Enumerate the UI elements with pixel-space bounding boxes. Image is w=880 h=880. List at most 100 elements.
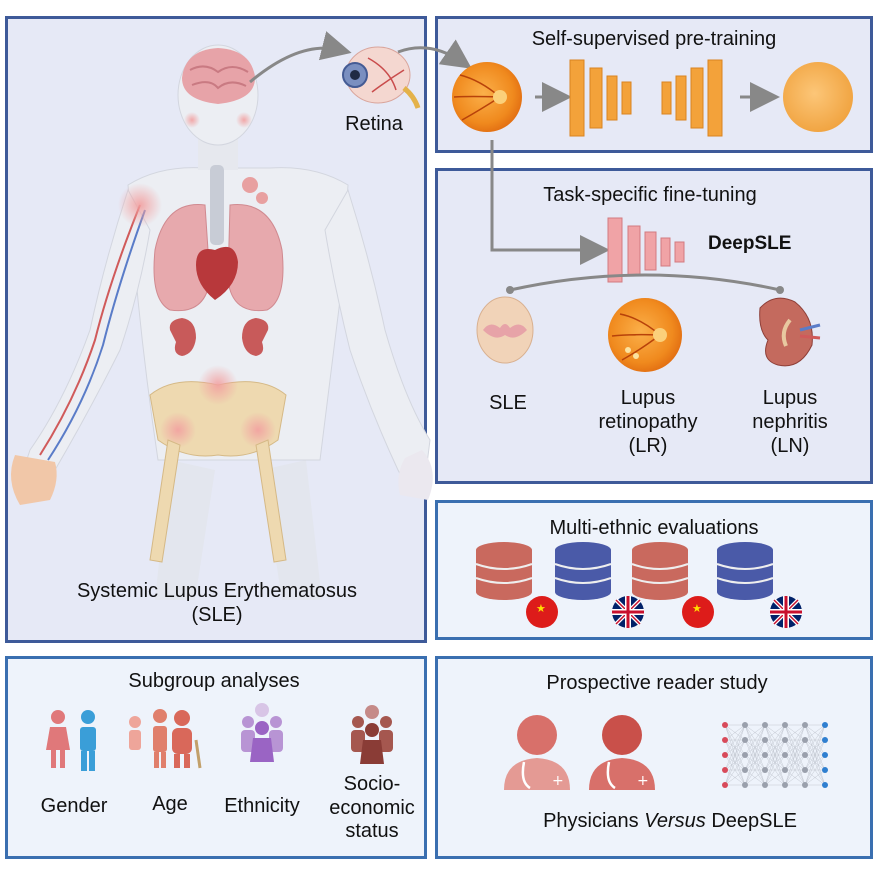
nn-connection: [804, 724, 826, 741]
task-lr-line3: (LR): [628, 435, 668, 457]
ses-label-line1: Socio-: [343, 773, 401, 795]
nn-node: [762, 722, 768, 728]
nn-connection: [804, 724, 826, 786]
nn-node: [802, 722, 808, 728]
nn-connection: [724, 724, 746, 771]
nn-node: [762, 782, 768, 788]
nn-node: [742, 767, 748, 773]
nn-node: [782, 752, 788, 758]
ses-label-line2: economic: [329, 797, 415, 819]
nn-connection: [744, 769, 766, 786]
nn-connection: [764, 724, 786, 771]
uk-flag-icon: [612, 596, 802, 628]
pretraining-title: Self-supervised pre-training: [531, 28, 777, 50]
subgroup-title: Subgroup analyses: [128, 670, 300, 692]
nn-connection: [764, 739, 786, 786]
neural-network-icon: [722, 722, 828, 788]
kidney-icon: [759, 297, 821, 367]
nn-connection: [764, 724, 786, 741]
reader-caption-versus: Versus: [644, 810, 706, 832]
nn-node: [822, 722, 828, 728]
reader-panel: [435, 656, 873, 859]
ses-label-line3: status: [345, 820, 399, 842]
nn-node: [722, 767, 728, 773]
nn-node: [742, 722, 748, 728]
deepsle-network-icon: [607, 217, 685, 283]
nn-node: [822, 737, 828, 743]
task-sle: SLE: [489, 392, 527, 414]
svg-text:★: ★: [692, 602, 702, 615]
svg-text:★: ★: [536, 602, 546, 615]
nn-connection: [784, 724, 806, 786]
nn-connection: [784, 724, 806, 741]
fundus-icon: [452, 62, 522, 132]
eye-icon: [342, 46, 421, 109]
retina-label: Retina: [345, 113, 403, 135]
nn-node: [762, 767, 768, 773]
nn-node: [802, 737, 808, 743]
nn-node: [762, 752, 768, 758]
reader-title: Prospective reader study: [546, 672, 768, 694]
nn-connection: [724, 739, 746, 786]
nn-node: [782, 737, 788, 743]
nn-connection: [744, 754, 766, 786]
human-body-icon: [11, 44, 433, 600]
nn-connection: [724, 769, 746, 786]
nn-connection: [804, 739, 826, 786]
body-caption-line2: (SLE): [191, 604, 243, 626]
nn-connection: [764, 724, 786, 786]
nn-connection: [764, 724, 786, 756]
nn-node: [822, 782, 828, 788]
task-lr-line2: retinopathy: [598, 411, 698, 433]
nn-node: [742, 752, 748, 758]
reader-caption: Physicians Versus DeepSLE: [543, 810, 797, 833]
fundus-reconstructed-icon: [783, 62, 853, 132]
nn-connection: [744, 724, 766, 786]
nn-node: [782, 767, 788, 773]
finetuning-title: Task-specific fine-tuning: [543, 184, 757, 206]
nn-node: [802, 782, 808, 788]
nn-node: [722, 737, 728, 743]
nn-connection: [784, 724, 806, 771]
physician-icon: + +: [504, 715, 655, 790]
nn-connection: [724, 754, 746, 786]
nn-node: [722, 782, 728, 788]
china-flag-icon: ★ ★: [526, 596, 714, 628]
nn-connection: [804, 724, 826, 756]
task-ln-line3: (LN): [770, 435, 810, 457]
nn-node: [742, 782, 748, 788]
nn-connection: [744, 724, 766, 771]
nn-connection: [784, 769, 806, 786]
nn-node: [822, 767, 828, 773]
body-caption-line1: Systemic Lupus Erythematosus: [76, 580, 358, 602]
fundus-lr-icon: [608, 298, 682, 372]
nn-connection: [804, 769, 826, 786]
nn-node: [782, 722, 788, 728]
nn-connection: [764, 754, 786, 786]
people-icon: [46, 703, 393, 771]
nn-connection: [784, 739, 806, 786]
nn-connection: [724, 724, 746, 741]
nn-connection: [804, 754, 826, 786]
svg-text:+: +: [637, 773, 649, 789]
nn-node: [822, 752, 828, 758]
task-ln-line1: Lupus: [762, 387, 818, 409]
nn-node: [722, 722, 728, 728]
encoder-decoder-icon: [569, 59, 723, 137]
nn-connection: [744, 739, 766, 786]
task-lr-line1: Lupus: [620, 387, 676, 409]
subgroup-panel: [5, 656, 427, 859]
nn-node: [722, 752, 728, 758]
reader-caption-physicians: Physicians: [543, 810, 639, 832]
nn-node: [742, 737, 748, 743]
nn-connection: [744, 724, 766, 741]
nn-node: [762, 737, 768, 743]
nn-node: [802, 752, 808, 758]
nn-node: [802, 767, 808, 773]
nn-connection: [744, 724, 766, 756]
svg-text:+: +: [552, 773, 564, 789]
nn-connection: [724, 724, 746, 756]
database-icon: [475, 542, 774, 600]
evaluations-title: Multi-ethnic evaluations: [549, 517, 759, 539]
